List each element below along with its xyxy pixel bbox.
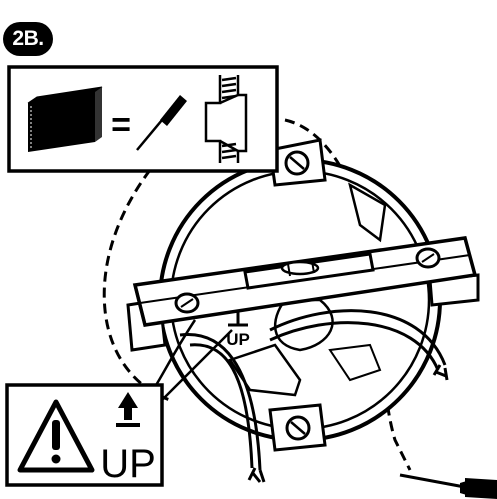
step-badge: 2B.	[3, 22, 53, 56]
warning-box: UP	[5, 383, 164, 487]
arrow-up-icon	[116, 392, 140, 427]
warning-up-label: UP	[100, 442, 156, 486]
wall-cutout-dashed	[102, 169, 171, 402]
level-up-label: UP	[226, 330, 250, 349]
level-up-marker: UP	[226, 312, 250, 349]
bottom-screw-tab	[268, 403, 327, 452]
legend-box: =	[7, 65, 279, 173]
top-screw-tab	[268, 138, 327, 187]
dark-block-icon	[27, 86, 103, 152]
wires	[148, 309, 449, 483]
legend-screwdriver-icon	[136, 95, 187, 151]
wall-section-icon	[204, 75, 248, 163]
screwdriver-icon	[399, 473, 497, 499]
spirit-level	[132, 236, 478, 327]
callout-leader	[161, 329, 233, 401]
legend-equals: =	[111, 106, 131, 144]
step-label: 2B.	[12, 27, 44, 50]
exclamation-triangle-icon	[17, 399, 95, 473]
